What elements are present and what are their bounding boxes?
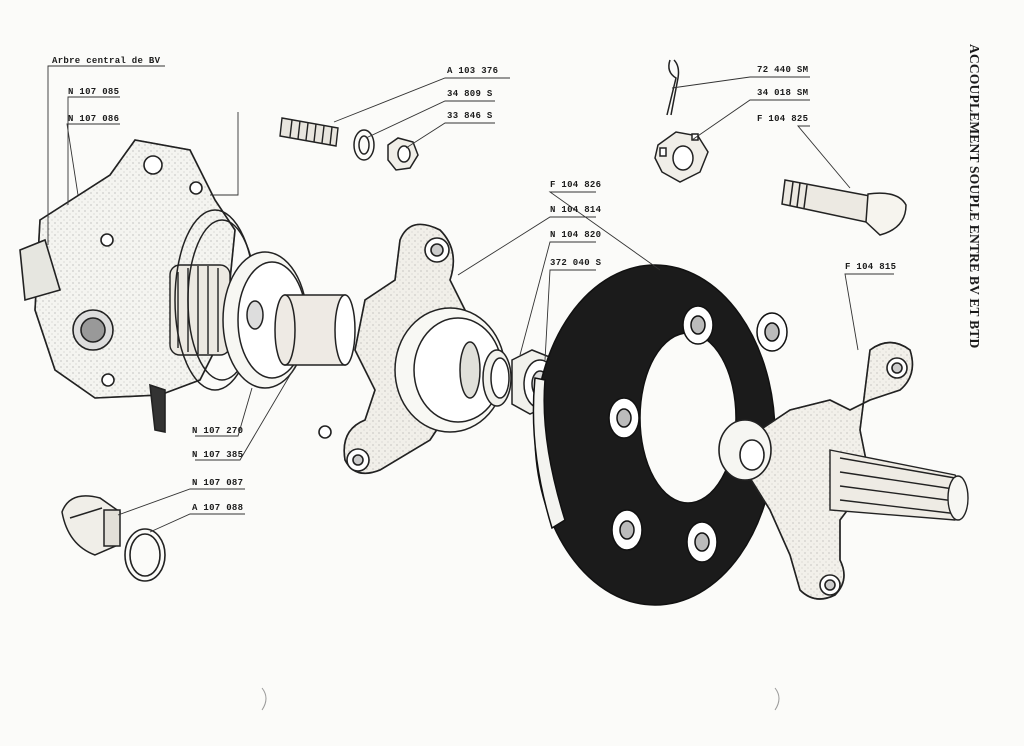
label-33846s: 33 846 S xyxy=(447,111,493,121)
label-f104815: F 104 815 xyxy=(845,262,897,272)
leader-lines xyxy=(47,65,894,533)
label-n104814: N 104 814 xyxy=(550,205,602,215)
diagram-title: ACCOUPLEMENT SOUPLE ENTRE BV ET BTD xyxy=(967,44,982,349)
castle-nut-34018sm xyxy=(654,131,709,183)
label-n107085: N 107 085 xyxy=(68,87,120,97)
flexible-coupling-disc-f104826 xyxy=(532,264,788,606)
output-yoke-f104815 xyxy=(718,341,914,600)
cotter-pin-72440sm xyxy=(666,59,680,116)
label-n107086: N 107 086 xyxy=(68,114,120,124)
label-372040s: 372 040 S xyxy=(550,258,602,268)
label-34809s: 34 809 S xyxy=(447,89,493,99)
label-arbre-central: Arbre central de BV xyxy=(52,56,161,66)
label-a103376: A 103 376 xyxy=(447,66,499,76)
page-edge-marks xyxy=(261,687,780,711)
nut-33846s xyxy=(387,137,419,171)
spacer-sleeve-n107385 xyxy=(274,294,356,366)
washer-34809s xyxy=(353,129,375,161)
label-a107088: A 107 088 xyxy=(192,503,244,513)
label-n104820: N 104 820 xyxy=(550,230,602,240)
label-f104825: F 104 825 xyxy=(757,114,809,124)
plug-n107087 xyxy=(61,495,121,556)
bearing-n104820 xyxy=(394,307,506,433)
label-f104826: F 104 826 xyxy=(550,180,602,190)
seal-ring-a107088 xyxy=(124,528,166,582)
bolt-f104825 xyxy=(781,179,907,236)
label-n107385: N 107 385 xyxy=(192,450,244,460)
output-splined-shaft xyxy=(829,449,969,521)
label-72440sm: 72 440 SM xyxy=(757,65,809,75)
stud-a103376 xyxy=(279,117,339,147)
label-n107087: N 107 087 xyxy=(192,478,244,488)
label-n107270: N 107 270 xyxy=(192,426,244,436)
label-34018sm: 34 018 SM xyxy=(757,88,809,98)
